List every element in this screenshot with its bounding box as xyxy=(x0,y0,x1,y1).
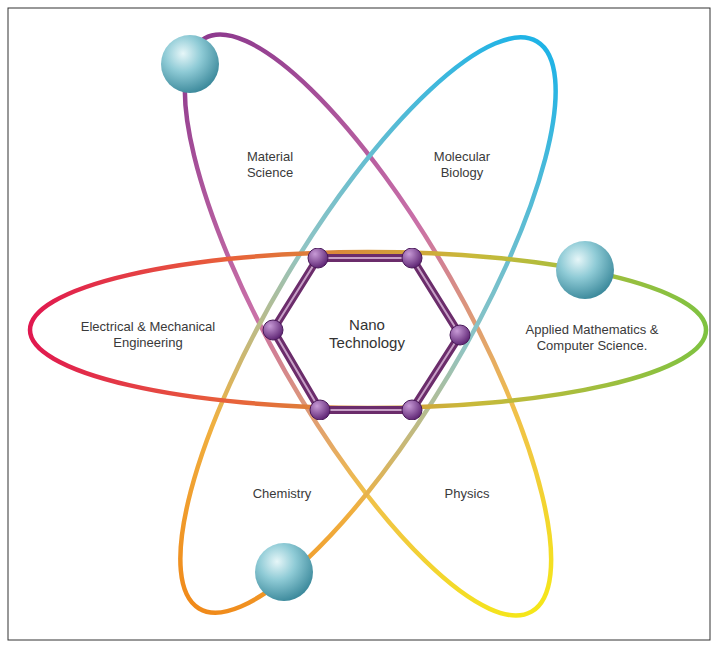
center-hexagon: Nano Technology xyxy=(262,248,472,420)
electron-sphere xyxy=(556,241,614,299)
discipline-label: Material Science xyxy=(230,149,310,182)
electron-sphere xyxy=(255,543,313,601)
vertex-dot xyxy=(310,400,330,420)
discipline-label: Physics xyxy=(422,486,512,502)
discipline-label: Molecular Biology xyxy=(422,149,502,182)
vertex-dot xyxy=(308,248,328,268)
hexagon-ring xyxy=(273,258,460,410)
electron-sphere xyxy=(161,35,219,93)
vertex-dot xyxy=(402,248,422,268)
node-title: Nano Technology xyxy=(322,316,412,352)
discipline-label: Applied Mathematics & Computer Science. xyxy=(522,322,662,355)
discipline-label: Electrical & Mechanical Engineering xyxy=(68,319,228,352)
vertex-dot xyxy=(402,400,422,420)
discipline-label: Chemistry xyxy=(237,486,327,502)
hexagon-ring-highlight xyxy=(273,258,460,410)
vertex-dot xyxy=(263,320,283,340)
frame xyxy=(8,8,710,640)
vertex-dot xyxy=(450,325,470,345)
